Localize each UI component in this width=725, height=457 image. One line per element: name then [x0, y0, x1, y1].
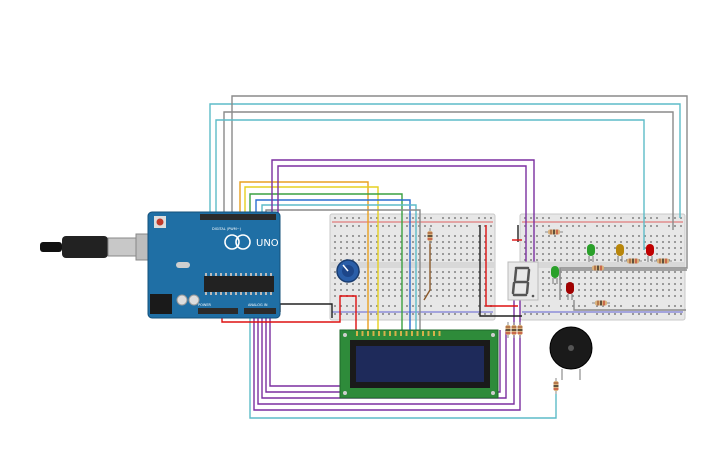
potentiometer-knob-indicator — [342, 264, 349, 272]
potentiometer[interactable] — [336, 259, 360, 283]
led-red-2[interactable] — [566, 282, 574, 300]
wire-orange — [239, 181, 369, 330]
resistor-top[interactable] — [545, 229, 563, 235]
wire-teal-3 — [261, 204, 417, 330]
resistor-seg-1[interactable] — [505, 322, 511, 338]
resistor-lcd-backlight[interactable] — [427, 228, 433, 244]
usb-plug — [62, 236, 108, 258]
resistor-seg-3[interactable] — [517, 322, 523, 338]
led-orange[interactable] — [616, 244, 624, 262]
wire-purple-bottom-1 — [249, 312, 557, 419]
wire-red-bb — [485, 225, 518, 307]
arduino-uno-board[interactable]: UNO DIGITAL (PWM~) POWER ANALOG IN — [40, 211, 281, 319]
wire-green — [249, 193, 403, 330]
reset-button-cap[interactable] — [156, 218, 164, 226]
digital-header[interactable] — [200, 214, 276, 220]
analog-label: ANALOG IN — [248, 303, 268, 307]
wire-black-gnd — [279, 303, 333, 318]
wire-gray-2 — [223, 111, 674, 230]
analog-header[interactable] — [244, 308, 276, 314]
seven-segment-display[interactable] — [507, 261, 539, 301]
buzzer-hole — [568, 345, 574, 351]
resistor-led-red[interactable] — [654, 258, 672, 264]
lcd-screen — [356, 346, 484, 382]
board-model-label: UNO — [256, 238, 279, 249]
led-red-1[interactable] — [646, 244, 654, 262]
lcd-16x2-display[interactable] — [339, 329, 499, 399]
wire-purple-top-1 — [271, 159, 535, 300]
digital-header-label: DIGITAL (PWM~) — [212, 227, 242, 231]
resistor-led-red-2[interactable] — [592, 300, 610, 306]
power-label: POWER — [198, 303, 212, 307]
wire-purple-bottom-3 — [257, 300, 515, 405]
wire-purple-bottom-2 — [253, 300, 521, 411]
capacitor-2 — [188, 294, 200, 306]
resistor-led-orange[interactable] — [624, 258, 642, 264]
wire-gray-led — [559, 269, 687, 300]
wire-red-power — [221, 295, 357, 330]
wire-brown-pot — [423, 232, 431, 301]
resistors — [427, 228, 672, 394]
power-jack — [150, 294, 172, 314]
arduino-logo-icon-2 — [235, 234, 251, 250]
atmega-chip — [204, 276, 274, 292]
wire-yellow — [244, 186, 379, 330]
resistor-buzzer[interactable] — [553, 378, 559, 394]
usb-cable — [40, 242, 62, 252]
wire-black-bb — [479, 225, 522, 317]
resistor-seg-2[interactable] — [511, 322, 517, 338]
breadboard-main[interactable] — [329, 213, 496, 321]
capacitor-1 — [176, 294, 188, 306]
led-green-2[interactable] — [551, 266, 559, 284]
crystal — [176, 262, 190, 268]
wire-gray-led-2 — [573, 300, 686, 311]
piezo-buzzer[interactable] — [549, 326, 593, 380]
resistor-led-green[interactable] — [589, 265, 607, 271]
led-green[interactable] — [587, 244, 595, 262]
usb-connector — [107, 237, 137, 257]
wire-purple-top-2 — [277, 165, 527, 300]
seven-segment-digit — [511, 266, 531, 297]
arduino-logo-icon — [224, 234, 240, 250]
power-header[interactable] — [198, 308, 238, 314]
wire-blue — [255, 199, 411, 330]
wire-teal-2 — [215, 119, 645, 250]
wire-teal-top — [209, 103, 681, 218]
